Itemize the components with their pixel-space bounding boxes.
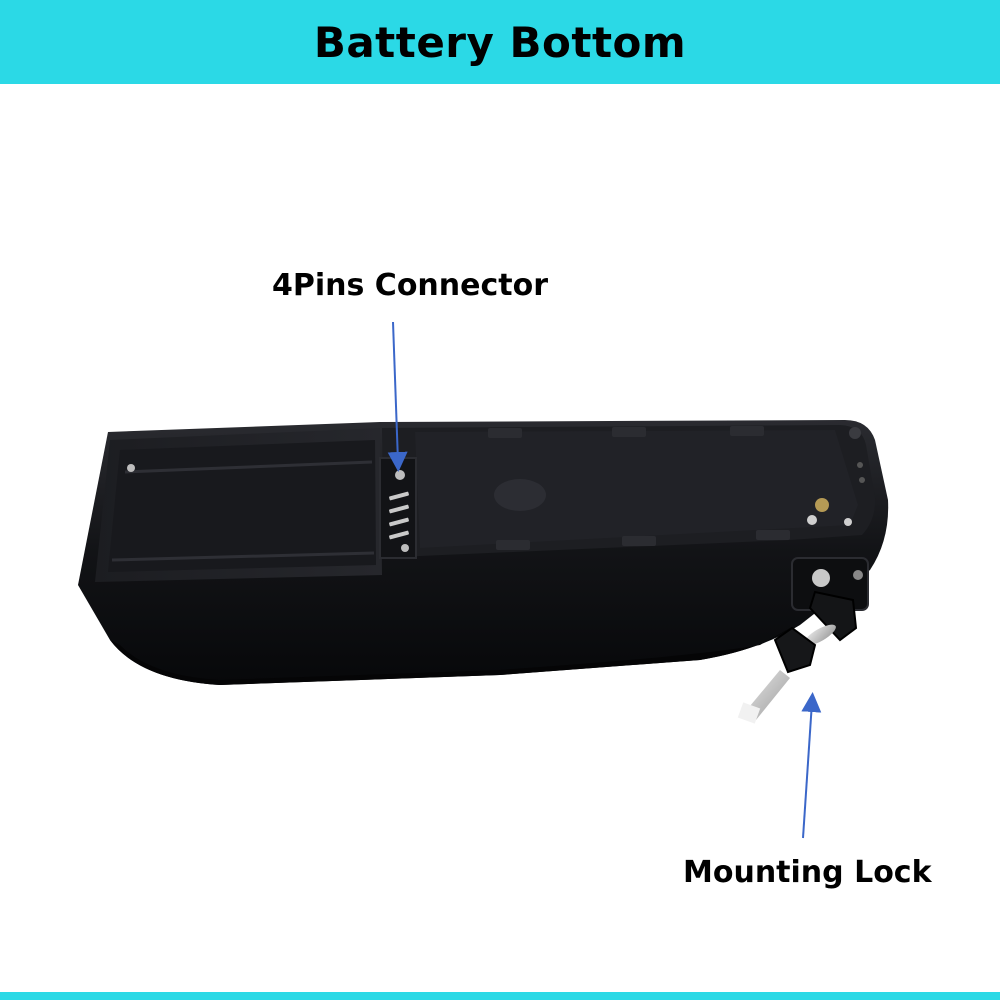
connector-arrow <box>387 321 408 472</box>
connector-callout-label: 4Pins Connector <box>272 268 549 303</box>
page-title: Battery Bottom <box>313 17 687 67</box>
header-banner: Battery Bottom <box>0 0 1000 84</box>
footer-bar <box>0 992 1000 1000</box>
key <box>737 590 858 724</box>
connector-block <box>379 457 417 559</box>
lock-arrow <box>801 692 822 839</box>
tray-tabs <box>488 426 790 550</box>
battery-photo <box>78 321 889 839</box>
lock-callout-label: Mounting Lock <box>683 855 932 890</box>
